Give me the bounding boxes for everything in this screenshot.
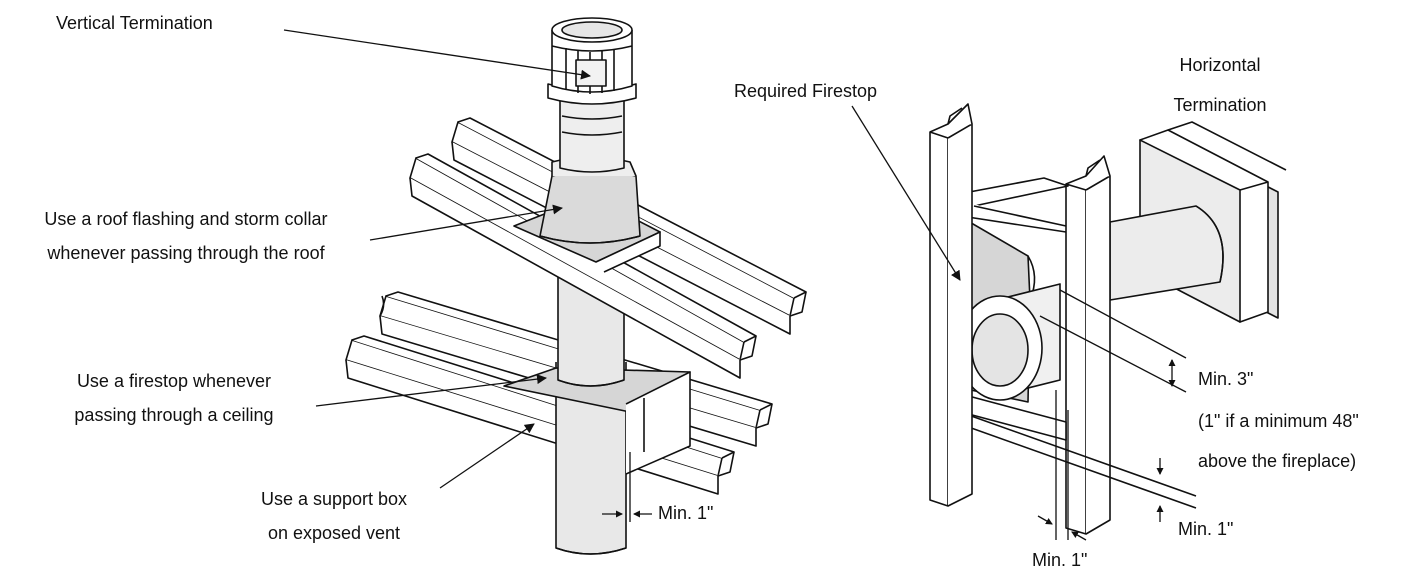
leader-firestop-ceiling	[315, 374, 547, 407]
label-min1-bottom: Min. 1"	[1032, 550, 1088, 570]
label-min3-note-line2: above the fireplace)	[1198, 451, 1357, 471]
wall-stud-left	[929, 103, 973, 507]
label-firestop-ceiling-line2: passing through a ceiling	[74, 405, 274, 425]
label-horizontal-termination: Horizontal Termination	[1136, 54, 1304, 116]
label-vertical-termination: Vertical Termination	[56, 13, 213, 33]
leader-support-box	[439, 423, 535, 489]
label-support-box-line1: Use a support box	[260, 489, 408, 509]
wall-stud-right	[1065, 155, 1111, 535]
label-support-box: Use a support box on exposed vent	[236, 488, 432, 544]
support-box	[625, 371, 691, 475]
wall-pass-through-pipe	[957, 283, 1061, 401]
label-roof-flashing-line2: whenever passing through the roof	[47, 243, 325, 263]
vertical-termination-cap	[547, 17, 637, 105]
leader-roof-flashing	[369, 204, 563, 241]
vent-pipe-lower	[555, 362, 627, 555]
label-min3: Min. 3"	[1198, 369, 1254, 389]
label-roof-flashing-line1: Use a roof flashing and storm collar	[44, 209, 328, 229]
label-roof-flashing: Use a roof flashing and storm collar whe…	[4, 208, 368, 264]
label-required-firestop: Required Firestop	[734, 81, 878, 101]
label-horizontal-termination-line2: Termination	[1173, 95, 1267, 115]
label-support-box-line2: on exposed vent	[267, 523, 401, 543]
label-horizontal-termination-line1: Horizontal	[1179, 55, 1261, 75]
label-min1-right: Min. 1"	[1178, 519, 1234, 539]
wall-header-top	[947, 177, 1069, 233]
label-firestop-ceiling-line1: Use a firestop whenever	[76, 371, 272, 391]
label-firestop-ceiling: Use a firestop whenever passing through …	[40, 370, 308, 426]
leader-lines	[283, 29, 1187, 541]
label-min3-note-line1: (1" if a minimum 48"	[1198, 411, 1359, 431]
leader-required-firestop	[851, 105, 961, 281]
horizontal-vent-pipe	[1109, 205, 1224, 301]
label-min1-vertical: Min. 1"	[658, 503, 714, 523]
leader-vertical-termination	[283, 29, 591, 80]
vent-pipe-upper	[559, 98, 625, 173]
